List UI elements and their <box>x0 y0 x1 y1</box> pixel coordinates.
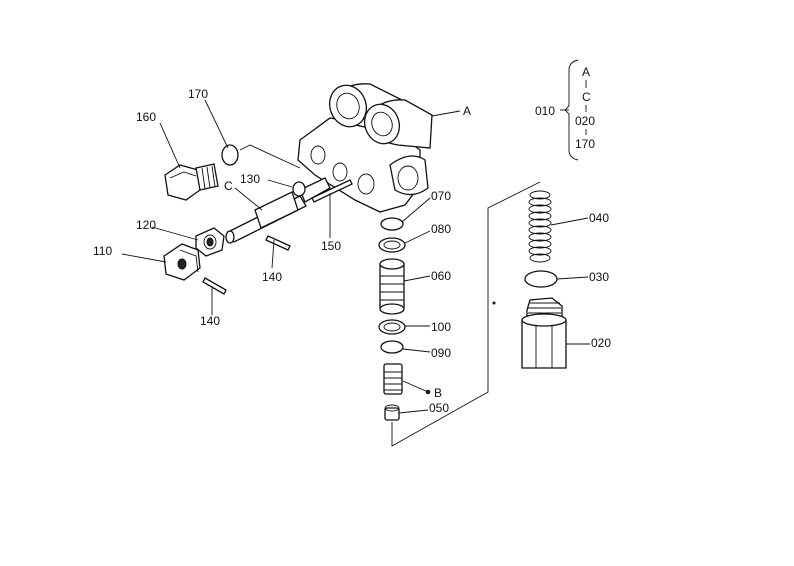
leaders <box>121 99 590 414</box>
legend-item-1: A <box>582 65 590 79</box>
nut-120 <box>195 227 225 257</box>
legend-assembly-number: 010 <box>535 104 555 118</box>
legend-item-3: 020 <box>575 114 595 128</box>
nut-110 <box>163 243 201 281</box>
seat-050 <box>384 404 400 421</box>
label-080: 080 <box>431 222 451 236</box>
ring-080 <box>378 237 406 253</box>
pin-140-mid <box>265 235 291 251</box>
label-140-mid: 140 <box>262 270 282 284</box>
label-150: 150 <box>321 239 341 253</box>
label-B-dot <box>425 389 431 395</box>
label-C: C <box>224 179 233 193</box>
pin-150 <box>311 179 353 203</box>
label-100: 100 <box>431 320 451 334</box>
pin-140-low <box>202 277 227 295</box>
label-160: 160 <box>136 110 156 124</box>
stray-dot <box>492 301 496 305</box>
plug-160 <box>164 163 219 201</box>
o-ring-070 <box>380 217 404 231</box>
label-120: 120 <box>136 218 156 232</box>
label-020: 020 <box>591 336 611 350</box>
cap-020 <box>521 297 567 369</box>
label-060: 060 <box>431 269 451 283</box>
label-170: 170 <box>188 87 208 101</box>
label-B: B <box>434 386 442 400</box>
callouts: 170 160 130 C 120 110 140 140 150 A 070 … <box>93 87 611 415</box>
label-130: 130 <box>240 172 260 186</box>
label-030: 030 <box>589 270 609 284</box>
shaft-C <box>225 177 331 244</box>
spool-060 <box>379 258 405 315</box>
o-ring-130 <box>292 181 306 197</box>
label-090: 090 <box>431 346 451 360</box>
o-ring-030 <box>524 270 558 288</box>
label-110: 110 <box>93 244 112 258</box>
spring-040 <box>528 190 552 263</box>
o-ring-090 <box>380 340 404 354</box>
label-070: 070 <box>431 189 451 203</box>
label-A: A <box>463 104 471 118</box>
o-ring-170 <box>221 144 239 166</box>
label-050: 050 <box>429 401 449 415</box>
ring-100 <box>378 319 406 335</box>
assembly-legend: 010 A C 020 170 <box>535 59 595 161</box>
poppet-B <box>383 363 403 395</box>
valve-body-A <box>297 83 433 213</box>
legend-item-4: 170 <box>575 137 595 151</box>
leader-line <box>239 144 301 169</box>
assembly-bracket <box>391 181 541 447</box>
legend-item-2: C <box>582 90 591 104</box>
label-040: 040 <box>589 211 609 225</box>
label-140-low: 140 <box>200 314 220 328</box>
